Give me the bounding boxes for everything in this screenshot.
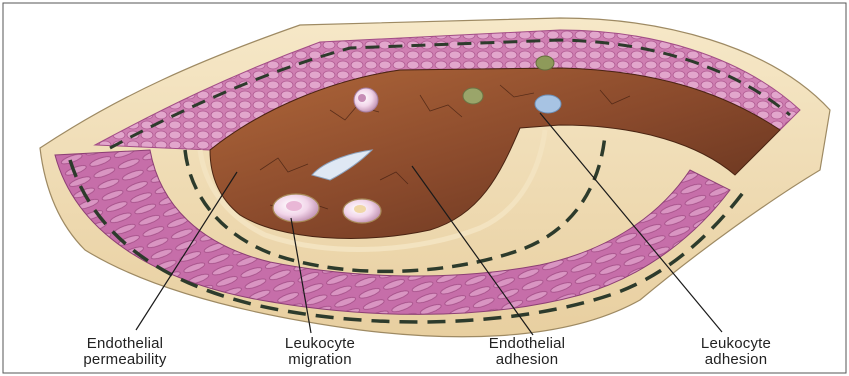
label-endothelial-permeability: Endothelial permeability bbox=[55, 336, 195, 368]
label-line1: Endothelial bbox=[55, 336, 195, 352]
label-line2: migration bbox=[250, 352, 390, 368]
label-endothelial-adhesion: Endothelial adhesion bbox=[457, 336, 597, 368]
label-leukocyte-adhesion: Leukocyte adhesion bbox=[666, 336, 806, 368]
label-line1: Leukocyte bbox=[250, 336, 390, 352]
label-leukocyte-migration: Leukocyte migration bbox=[250, 336, 390, 368]
leukocyte-cell bbox=[354, 88, 378, 112]
leukocyte-cell bbox=[273, 194, 319, 222]
label-line1: Leukocyte bbox=[666, 336, 806, 352]
label-line2: permeability bbox=[55, 352, 195, 368]
platelet-cell bbox=[463, 88, 483, 104]
label-line2: adhesion bbox=[457, 352, 597, 368]
label-line2: adhesion bbox=[666, 352, 806, 368]
platelet-cell bbox=[536, 56, 554, 70]
label-line1: Endothelial bbox=[457, 336, 597, 352]
leukocyte-cell bbox=[535, 95, 561, 113]
leukocyte-cell bbox=[343, 199, 381, 223]
